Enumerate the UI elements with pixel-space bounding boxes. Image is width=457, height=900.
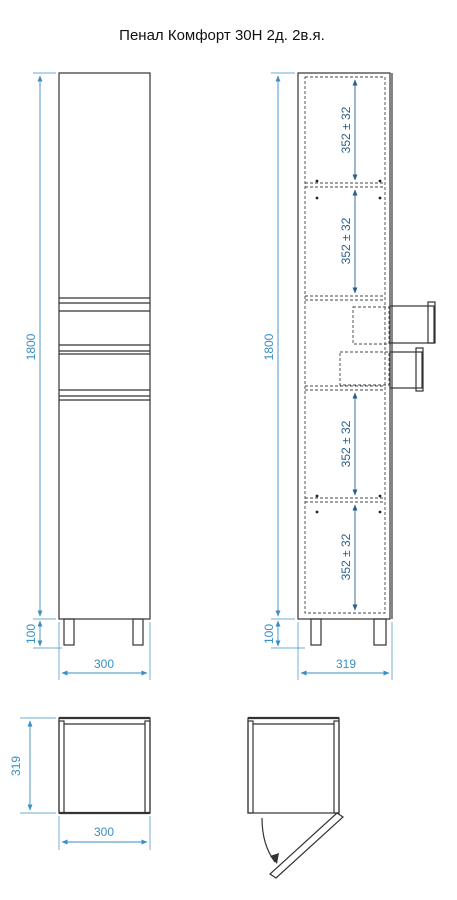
drawer-front xyxy=(389,351,423,389)
shelf-spacing-label: 352 ± 32 xyxy=(339,533,353,580)
plan-view-closed xyxy=(58,716,151,815)
leg xyxy=(310,618,322,646)
leg xyxy=(63,618,75,646)
cabinet-section xyxy=(297,72,391,620)
front-width-label: 300 xyxy=(94,657,114,671)
shelf-spacing-label: 352 ± 32 xyxy=(339,106,353,153)
open-door xyxy=(269,812,344,879)
leg xyxy=(132,618,144,646)
front-dimensions xyxy=(33,72,151,680)
section-legs-label: 100 xyxy=(262,624,276,644)
front-legs-label: 100 xyxy=(24,624,38,644)
section-dimensions xyxy=(271,72,393,680)
front-view xyxy=(58,72,151,646)
plan-width-label: 300 xyxy=(94,825,114,839)
section-view xyxy=(297,72,436,646)
shelf-spacing-label: 352 ± 32 xyxy=(339,217,353,264)
plan-depth-label: 319 xyxy=(9,756,23,776)
section-height-label: 1800 xyxy=(262,333,276,360)
shelf-spacing-label: 352 ± 32 xyxy=(339,420,353,467)
front-height-label: 1800 xyxy=(24,333,38,360)
plan-view-open xyxy=(247,716,344,879)
drawing-title: Пенал Комфорт 30Н 2д. 2в.я. xyxy=(119,27,325,44)
cabinet-body xyxy=(58,72,151,620)
leg xyxy=(373,618,387,646)
drawer-front xyxy=(389,305,435,344)
section-depth-label: 319 xyxy=(336,657,356,671)
